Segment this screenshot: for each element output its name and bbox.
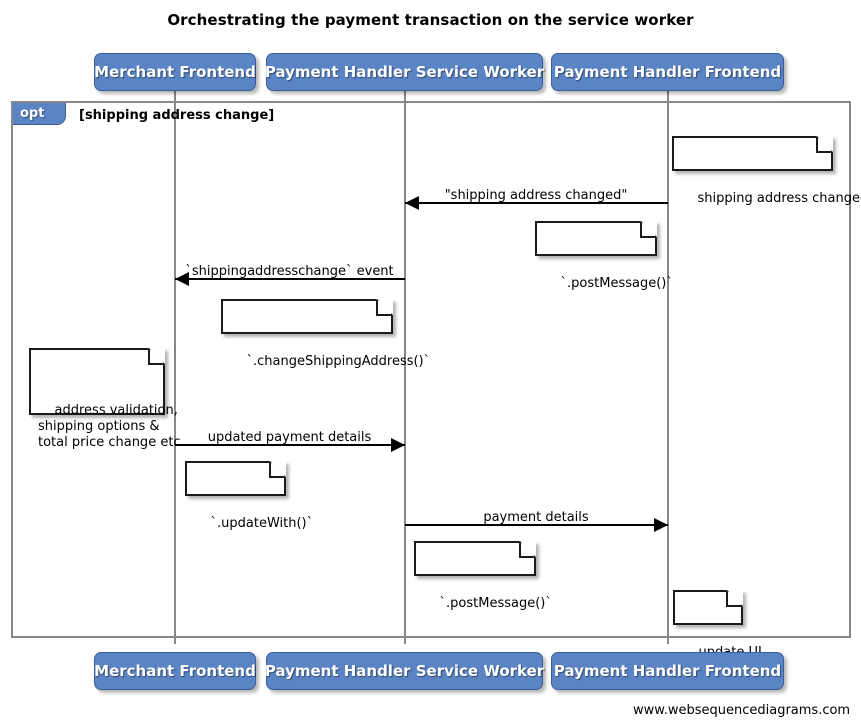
message-label-shipping-address-changed: "shipping address changed" (444, 188, 628, 203)
lifeline-payment-handler-frontend (667, 88, 669, 644)
note-update-with: `.updateWith()` (185, 461, 313, 531)
participant-label: Payment Handler Service Worker (264, 662, 545, 680)
opt-fragment-tab: opt (13, 103, 66, 125)
note-text: `.postMessage()` (560, 276, 673, 291)
participant-label: Merchant Frontend (94, 63, 256, 81)
message-label-shippingaddresschange-event: `shippingaddresschange` event (185, 264, 394, 279)
participant-label: Payment Handler Service Worker (264, 63, 545, 81)
note-text: `.postMessage()` (439, 596, 552, 611)
message-line-shippingaddresschange-event (175, 278, 405, 280)
participant-label: Merchant Frontend (94, 662, 256, 680)
message-line-updated-payment-details (175, 444, 405, 446)
lifeline-merchant-frontend (174, 88, 176, 644)
participant-payment-handler-frontend-top[interactable]: Payment Handler Frontend (551, 53, 784, 91)
participant-label: Payment Handler Frontend (553, 63, 782, 81)
note-text: `.updateWith()` (210, 516, 314, 531)
message-arrowhead-payment-details (654, 518, 668, 532)
message-line-shipping-address-changed (405, 202, 668, 204)
participant-merchant-frontend-top[interactable]: Merchant Frontend (94, 53, 256, 91)
note-change-shipping-address: `.changeShippingAddress()` (221, 299, 430, 369)
opt-fragment-frame (11, 101, 851, 638)
participant-merchant-frontend-bottom[interactable]: Merchant Frontend (94, 652, 256, 690)
note-text: shipping address changed (697, 191, 861, 206)
diagram-title: Orchestrating the payment transaction on… (167, 11, 694, 29)
participant-label: Payment Handler Frontend (553, 662, 782, 680)
participant-payment-handler-service-worker-top[interactable]: Payment Handler Service Worker (264, 53, 545, 91)
message-arrowhead-updated-payment-details (391, 438, 405, 452)
note-address-validation: address validation, shipping options & t… (29, 348, 181, 450)
message-label-payment-details: payment details (483, 510, 589, 525)
note-postmessage-2: `.postMessage()` (414, 541, 552, 611)
footer-watermark: www.websequencediagrams.com (633, 703, 851, 718)
note-postmessage-1: `.postMessage()` (535, 221, 673, 291)
message-line-payment-details (405, 524, 668, 526)
opt-fragment-guard: [shipping address change] (79, 108, 275, 123)
note-update-ui: update UI (673, 590, 762, 660)
opt-fragment-tab-label: opt (20, 106, 45, 121)
message-label-updated-payment-details: updated payment details (207, 430, 372, 445)
note-text: address validation, shipping options & t… (38, 403, 181, 450)
lifeline-payment-handler-service-worker (404, 88, 406, 644)
note-text: `.changeShippingAddress()` (246, 354, 431, 369)
participant-payment-handler-frontend-bottom[interactable]: Payment Handler Frontend (551, 652, 784, 690)
message-arrowhead-shippingaddresschange-event (175, 272, 189, 286)
participant-payment-handler-service-worker-bottom[interactable]: Payment Handler Service Worker (264, 652, 545, 690)
message-arrowhead-shipping-address-changed (405, 196, 419, 210)
note-shipping-address-changed: shipping address changed (672, 136, 861, 206)
